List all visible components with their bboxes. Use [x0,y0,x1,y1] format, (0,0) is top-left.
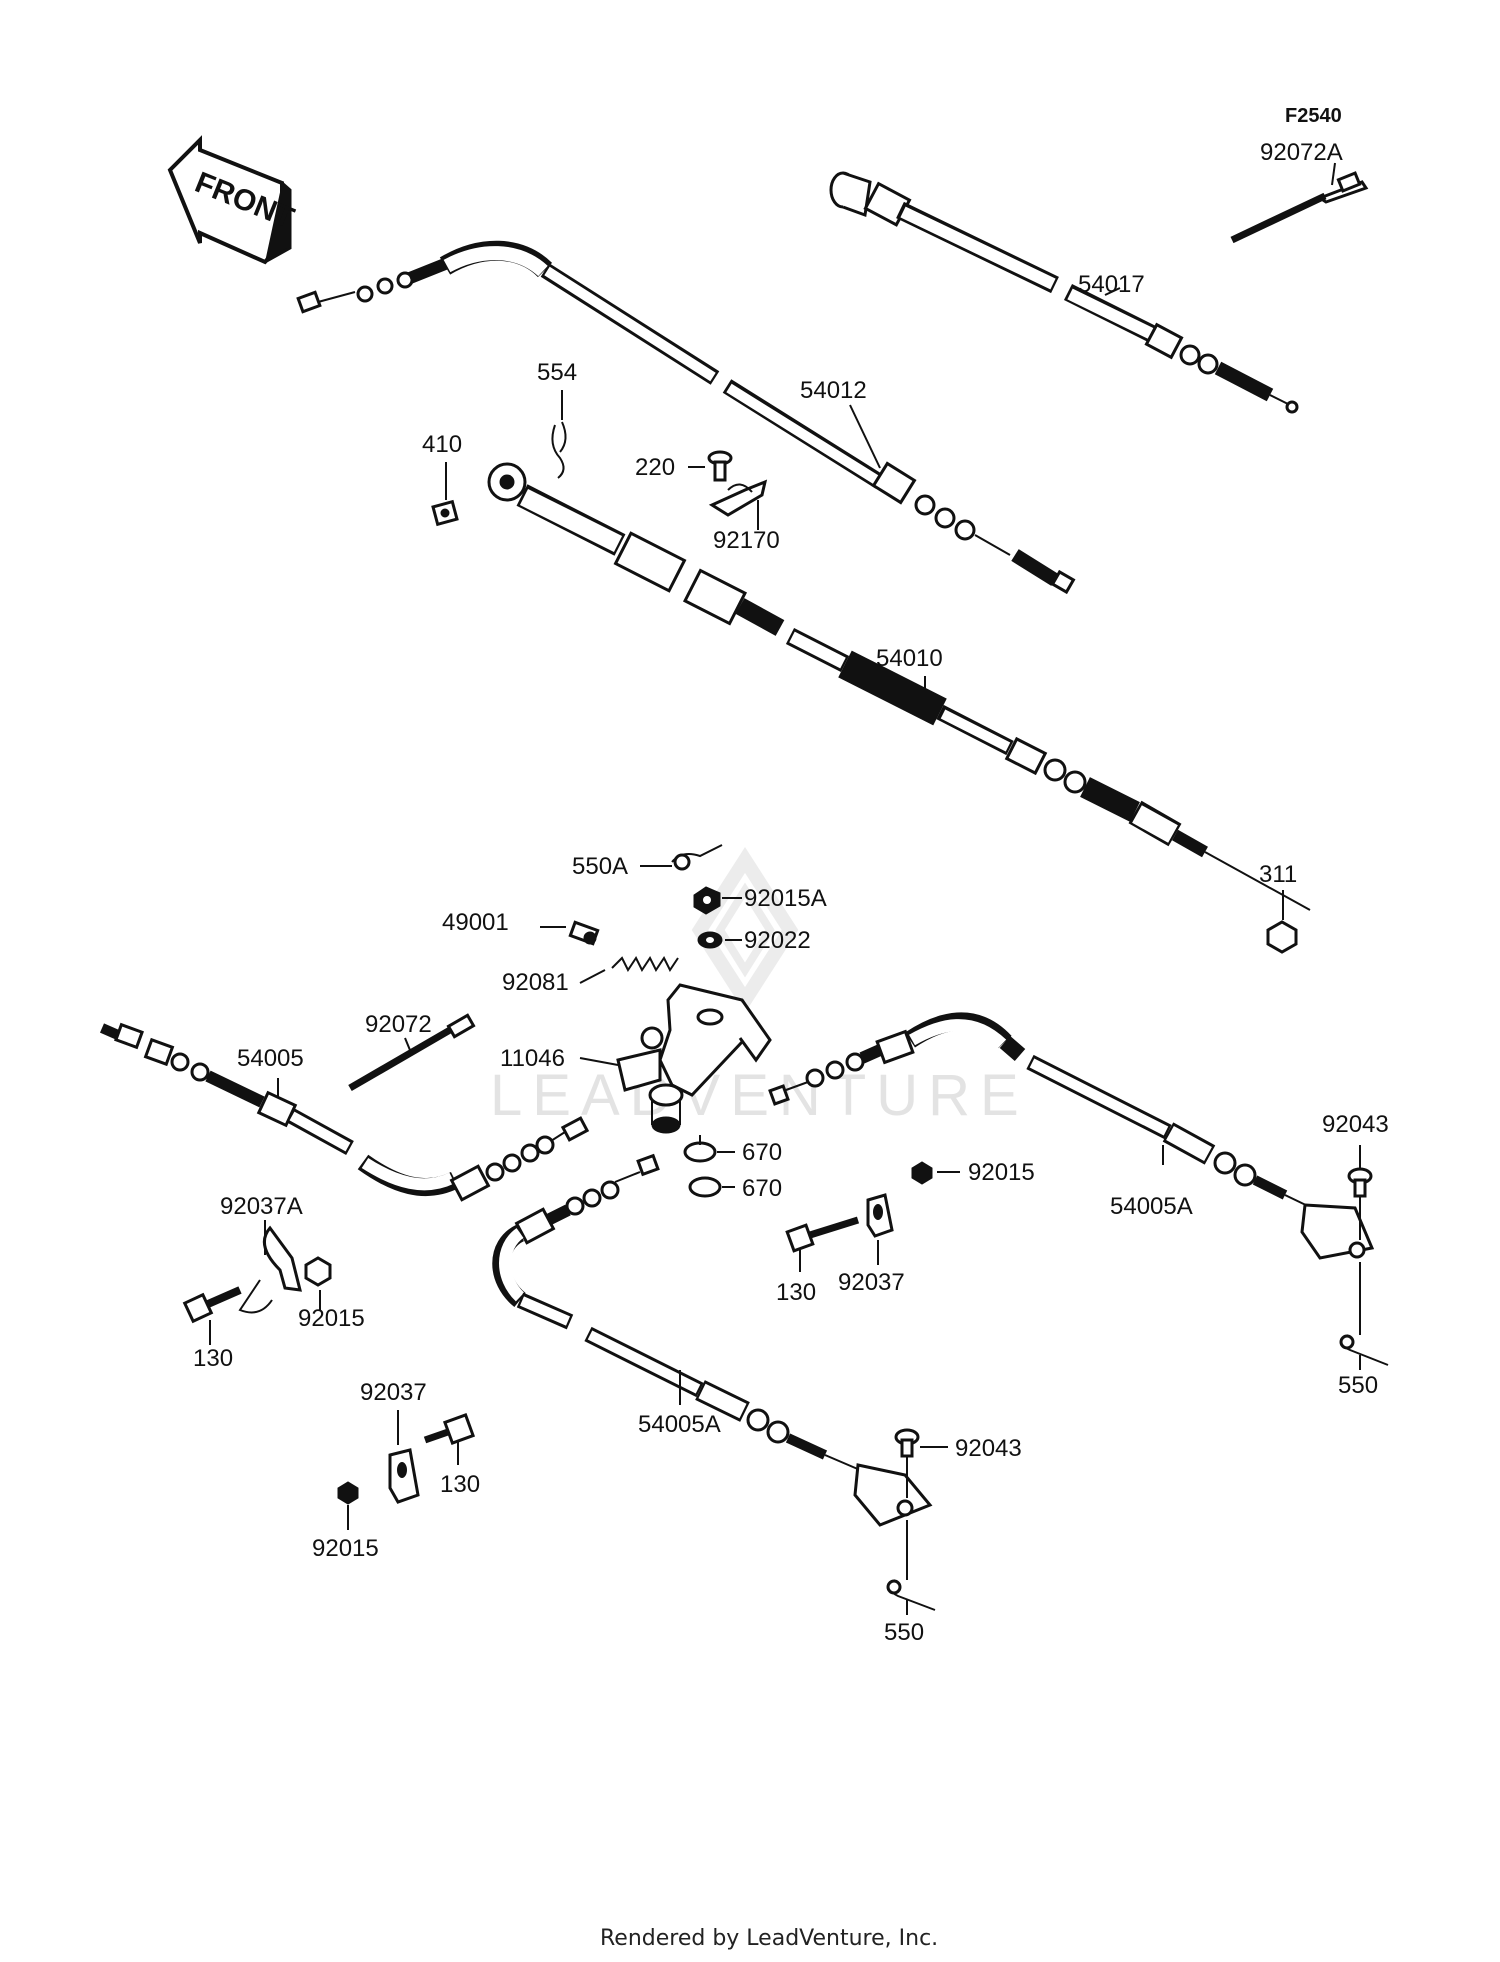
label-92015A: 92015A [744,885,827,912]
bolt-130-left [182,1286,242,1324]
label-550A: 550A [572,853,628,880]
label-92015-left: 92015 [298,1305,365,1332]
label-92043-bottom: 92043 [955,1435,1022,1462]
lever-11046 [616,983,772,1134]
bracket-92037-bottom [388,1448,420,1504]
label-670-2: 670 [742,1175,782,1202]
tie-92072A [1230,171,1369,244]
pin-92043-right [1347,1167,1373,1240]
washer-670-2 [688,1176,722,1198]
label-554: 554 [537,359,577,386]
label-311: 311 [1259,861,1297,888]
label-92072A: 92072A [1260,139,1343,166]
bolt-130-center [785,1216,860,1253]
nut-410 [431,499,459,527]
nut-92015-center [911,1161,933,1185]
label-550-right: 550 [1338,1372,1378,1399]
bracket-92037-center [866,1193,894,1238]
label-92037-bottom: 92037 [360,1379,427,1406]
label-92072: 92072 [365,1011,432,1038]
label-92022: 92022 [744,927,811,954]
label-670-1: 670 [742,1139,782,1166]
clamp-92170 [708,479,768,517]
diagram-code: F2540 [1285,105,1342,127]
cotter-pin-550A [671,844,723,871]
cable-54017 [829,171,1299,414]
label-54005A-right: 54005A [1110,1193,1193,1220]
label-550-bottom: 550 [884,1619,924,1646]
label-92037-center: 92037 [838,1269,905,1296]
label-54017: 54017 [1078,271,1145,298]
label-92081: 92081 [502,969,569,996]
label-54005: 54005 [237,1045,304,1072]
cable-54005 [99,1022,590,1202]
cable-54012 [296,240,1076,595]
label-130-left: 130 [193,1345,233,1372]
front-arrow-icon: FRONT [167,135,299,265]
label-220: 220 [635,454,675,481]
spring-92081 [611,956,679,972]
nut-92015-left [304,1256,332,1287]
pin-92043-bottom [894,1428,920,1498]
cable-54010 [487,462,1311,911]
pin-49001 [568,920,600,946]
clip-554 [551,421,567,479]
washer-92022 [697,931,723,949]
bolt-130-bottom [423,1412,476,1446]
label-130-bottom: 130 [440,1471,480,1498]
washer-670-1 [683,1141,717,1163]
cotter-pin-550-right [1339,1334,1389,1366]
label-130-center: 130 [776,1279,816,1306]
label-49001: 49001 [442,909,509,936]
tie-92072 [348,1013,476,1092]
label-54012: 54012 [800,377,867,404]
label-92015-bottom: 92015 [312,1535,379,1562]
cable-54005A-bottom [492,1153,933,1527]
cotter-pin-550-bottom [886,1579,936,1611]
label-54010: 54010 [876,645,943,672]
bracket-92037A [238,1225,302,1314]
label-92037A: 92037A [220,1193,303,1220]
nut-92015A [693,886,721,915]
label-92043-right: 92043 [1322,1111,1389,1138]
nut-92015-bottom [337,1481,359,1505]
label-410: 410 [422,431,462,458]
watermark: LEADVENTURE [490,1063,1029,1128]
label-92015-center: 92015 [968,1159,1035,1186]
label-11046: 11046 [500,1045,565,1072]
label-92170: 92170 [713,527,780,554]
cable-54005A-right [768,1012,1375,1260]
screw-220 [707,450,733,482]
label-54005A-bottom: 54005A [638,1411,721,1438]
credit-text: Rendered by LeadVenture, Inc. [600,1926,938,1951]
nut-311 [1266,920,1298,954]
